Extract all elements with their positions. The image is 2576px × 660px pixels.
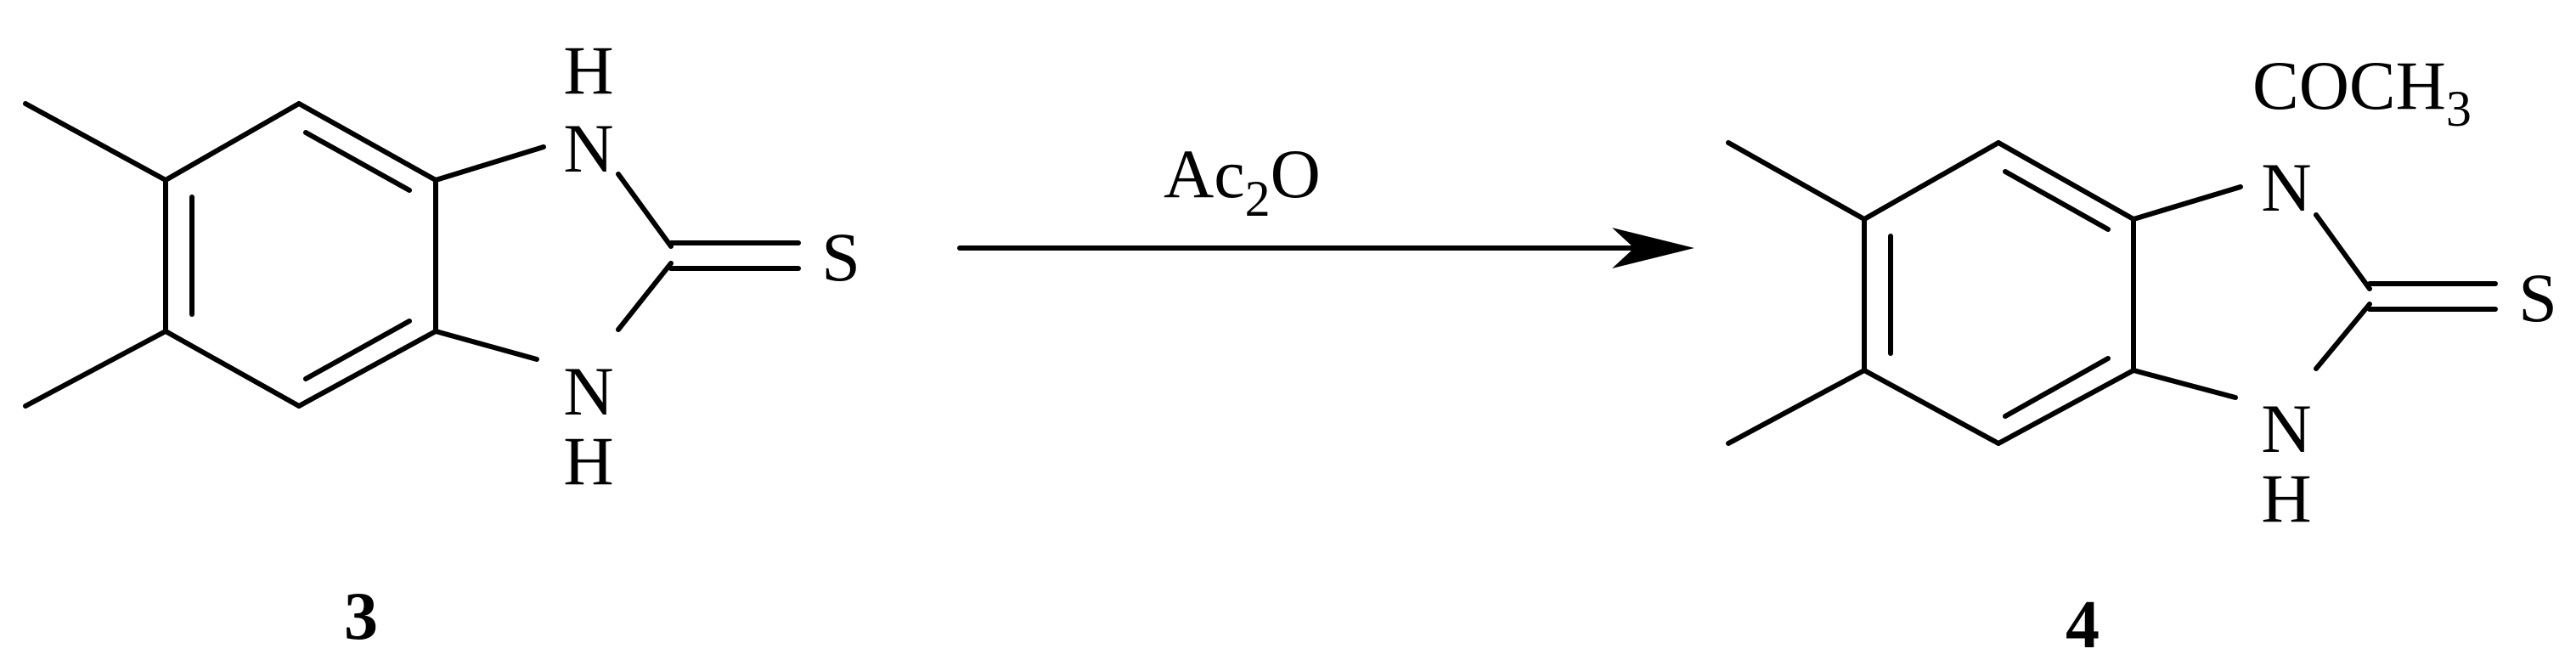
product-structure: COCH3 N S N H <box>1726 47 2557 537</box>
product-acetyl-group: COCH3 <box>2252 47 2472 137</box>
product-bonds <box>1726 140 2498 446</box>
product-c-n-bond <box>2131 184 2243 222</box>
product-ring-bond <box>1862 140 2001 222</box>
product-c-n-bond <box>2131 368 2238 400</box>
product-atom-h-bottom: H <box>2261 460 2311 537</box>
reactant-atom-n-bottom: N <box>563 353 613 430</box>
reactant-c-n-bond <box>433 329 539 362</box>
reactant-atom-h-bottom: H <box>563 422 613 499</box>
reactant-atom-n-top: N <box>563 110 613 187</box>
product-ring-double-inner <box>2003 356 2111 419</box>
reactant-atom-s: S <box>821 218 860 296</box>
product-n-c-bond <box>2314 302 2372 371</box>
product-acetyl-subscript: 3 <box>2446 81 2472 137</box>
product-methyl-bond-bottom <box>1726 368 1867 446</box>
reactant-ring-bond <box>296 101 438 183</box>
reactant-methyl-bond-top <box>23 101 168 183</box>
reactant-ring-bond <box>163 329 302 409</box>
product-n-c-bond <box>2314 212 2372 291</box>
product-atom-n-bottom: N <box>2261 390 2311 467</box>
product-ring-bond <box>1996 368 2136 446</box>
arrow-head <box>1612 228 1694 268</box>
reagent-label: Ac2O <box>1164 135 1321 227</box>
reactant-compound-label: 3 <box>344 579 378 654</box>
reagent-subscript: 2 <box>1245 171 1271 227</box>
reactant-atom-h-top: H <box>563 31 613 109</box>
reactant-c-n-bond <box>433 144 546 183</box>
product-acetyl-main: COCH <box>2252 47 2446 124</box>
product-ring-double-inner <box>2003 169 2111 232</box>
product-compound-label: 4 <box>2066 588 2100 660</box>
reagent-main: Ac <box>1164 135 1245 212</box>
product-atom-n-top: N <box>2261 149 2311 226</box>
reactant-n-c-bond <box>616 172 674 249</box>
reactant-methyl-bond-bottom <box>23 329 168 409</box>
reactant-structure: H N S N H <box>23 31 860 499</box>
product-atom-s: S <box>2518 259 2557 336</box>
product-methyl-bond-top <box>1726 140 1867 222</box>
reactant-ring-double-inner <box>303 319 412 381</box>
reactant-ring-double-inner <box>303 130 412 193</box>
reactant-bonds <box>23 101 801 409</box>
reactant-ring-bond <box>296 329 438 409</box>
reagent-tail: O <box>1271 135 1321 212</box>
reactant-n-c-bond <box>616 261 674 332</box>
product-ring-bond <box>1862 368 2001 446</box>
reaction-arrow <box>957 228 1694 268</box>
product-ring-bond <box>1996 140 2136 222</box>
reactant-ring-bond <box>163 101 302 183</box>
